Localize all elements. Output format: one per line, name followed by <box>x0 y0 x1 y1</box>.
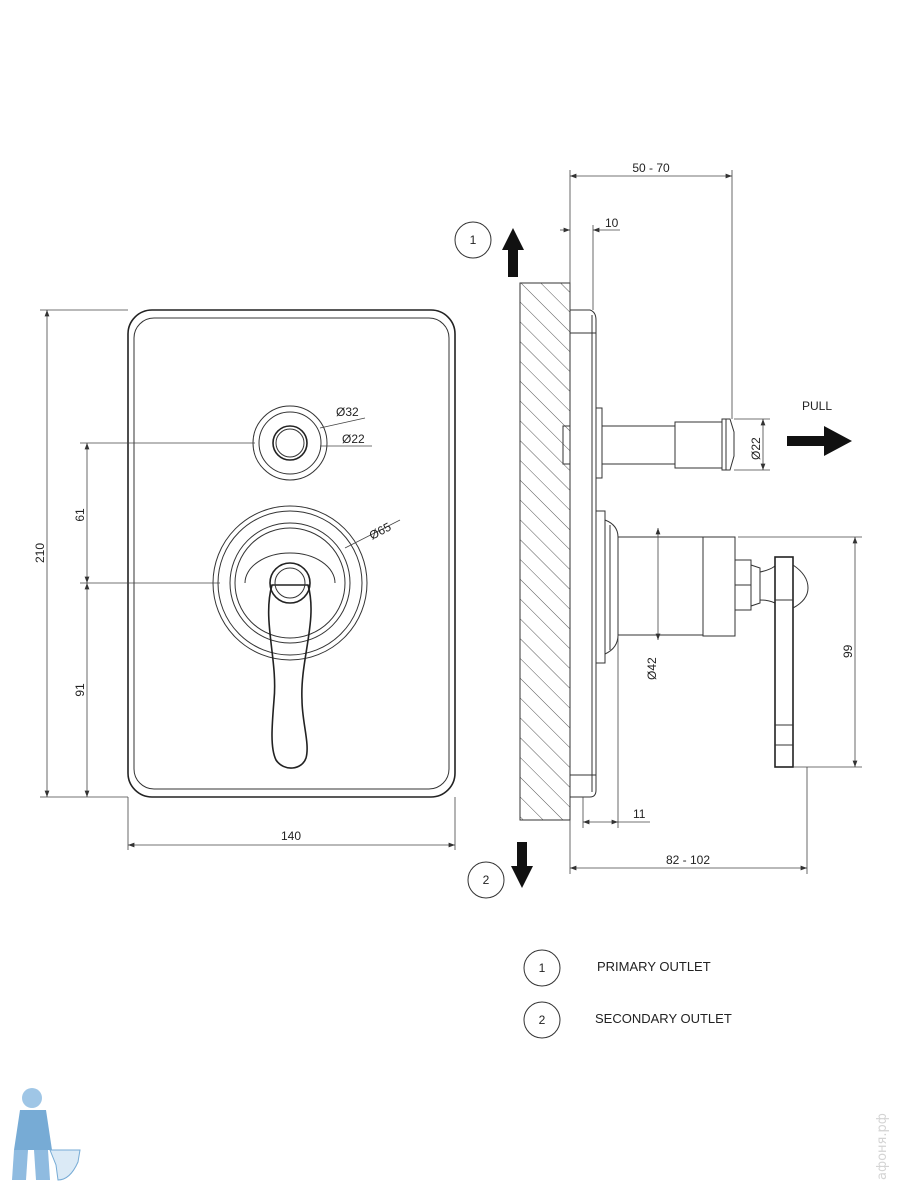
legend: 1 PRIMARY OUTLET 2 SECONDARY OUTLET <box>523 949 732 1039</box>
outlet-2-number: 2 <box>483 873 490 887</box>
outlet-1-marker <box>454 221 492 259</box>
dim-projection-label: 50 - 70 <box>632 161 670 175</box>
watermark: афоня.рф <box>875 1113 890 1180</box>
arrow-down-icon <box>511 842 533 888</box>
front-view: 210 61 91 140 Ø32 Ø22 Ø65 <box>33 309 456 850</box>
lever-handle <box>267 584 312 769</box>
side-lever <box>774 556 794 768</box>
mixer-knob <box>212 505 368 769</box>
pull-label: PULL <box>802 399 832 413</box>
outlet-1-number: 1 <box>470 233 477 247</box>
legend-number-1: 1 <box>539 961 546 975</box>
dim-body-dia-label: Ø42 <box>645 657 659 680</box>
dim-lower-label: 91 <box>73 683 87 697</box>
dim-handle-label: 99 <box>841 644 855 658</box>
legend-number-2: 2 <box>539 1013 546 1027</box>
dim-rod-dia-label: Ø22 <box>749 437 763 460</box>
diverter-rod <box>562 407 735 479</box>
mixer-body <box>595 510 809 768</box>
pull-arrow-icon <box>787 426 852 456</box>
dim-upper-label: 61 <box>73 508 87 522</box>
button-inner-dia-label: Ø22 <box>342 432 365 446</box>
wall-section <box>519 282 571 821</box>
side-view: 50 - 70 10 Ø22 PULL Ø42 99 11 82 - 102 1… <box>454 161 862 899</box>
button-outer-dia-label: Ø32 <box>336 405 359 419</box>
dim-escutcheon-label: 11 <box>633 807 646 821</box>
legend-label-2: SECONDARY OUTLET <box>595 1011 732 1026</box>
dim-height-label: 210 <box>33 543 47 563</box>
dim-total-label: 82 - 102 <box>666 853 710 867</box>
arrow-up-icon <box>502 228 524 277</box>
outlet-2-marker <box>467 861 505 899</box>
dim-plate-label: 10 <box>605 216 619 230</box>
diverter-button <box>252 405 328 481</box>
knob-dia-label: Ø65 <box>367 519 394 542</box>
cover-plate <box>127 309 456 798</box>
legend-label-1: PRIMARY OUTLET <box>597 959 711 974</box>
plumber-logo <box>12 1088 81 1181</box>
dim-width-label: 140 <box>281 829 301 843</box>
